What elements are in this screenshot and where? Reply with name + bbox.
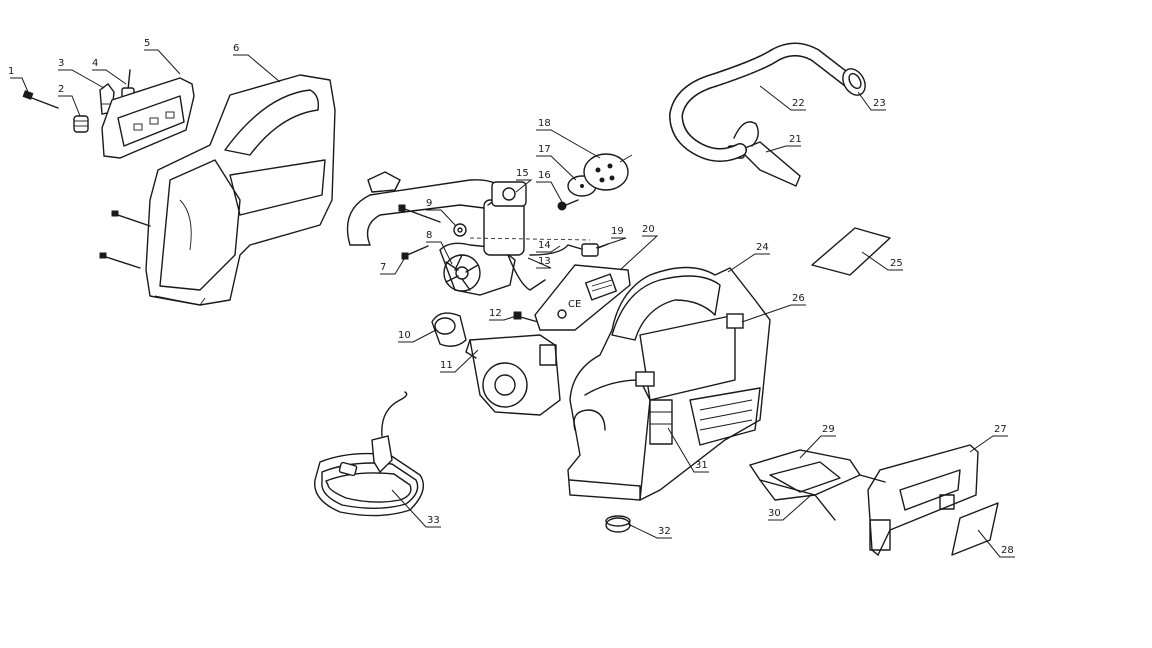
callout-13: 13 [538,256,551,267]
part-29-bracket [748,449,886,496]
part-28-label [951,502,999,556]
callout-17: 17 [538,144,551,155]
callout-33: 33 [427,515,440,526]
part-10-cap [431,312,467,347]
callout-11: 11 [440,360,453,371]
callout-29: 29 [822,424,835,435]
part-32-foot [605,515,631,533]
callout-32: 32 [658,526,671,537]
screw-housing [99,210,151,269]
callout-5: 5 [144,38,150,49]
callout-20: 20 [642,224,655,235]
part-16-screw [557,199,579,211]
callout-25: 25 [890,258,903,269]
part-15-pump-head [491,181,527,207]
part-6-left-housing [145,74,336,306]
part-7-screw [401,245,429,260]
callout-27: 27 [994,424,1007,435]
part-25-label [811,227,891,276]
callout-28: 28 [1001,545,1014,556]
callout-19: 19 [611,226,624,237]
callout-26: 26 [792,293,805,304]
callout-12: 12 [489,308,502,319]
callout-18: 18 [538,118,551,129]
callout-16: 16 [538,170,551,181]
callout-1: 1 [8,66,14,77]
part-30-bracket-bottom [759,479,836,521]
part-2-adapter [73,115,89,133]
part-33-power-cord [314,391,424,517]
callout-labels: 1 2 3 4 5 6 7 8 9 10 11 12 13 14 15 16 1… [8,38,1014,556]
ce-mark: CE [568,299,581,310]
callout-9: 9 [426,198,432,209]
callout-7: 7 [380,262,386,273]
part-13-hose [529,244,586,256]
callout-2: 2 [58,84,64,95]
callout-23: 23 [873,98,886,109]
callout-24: 24 [756,242,769,253]
callout-10: 10 [398,330,411,341]
callout-6: 6 [233,43,239,54]
callout-14: 14 [538,240,551,251]
part-motor-assembly [346,171,546,296]
callout-4: 4 [92,58,98,69]
part-27-cover [867,444,979,557]
callout-3: 3 [58,58,64,69]
part-1-screw [22,90,59,109]
part-24-right-housing [567,266,771,501]
callout-15: 15 [516,168,529,179]
part-22-hose [668,42,857,162]
part-23-hose-end [842,68,866,96]
callout-22: 22 [792,98,805,109]
screw-motor-upper [398,204,441,223]
part-5-accessory-holder [101,77,195,159]
callout-8: 8 [426,230,432,241]
leader-lines [10,49,1015,558]
part-11-blower [465,334,561,416]
callout-21: 21 [789,134,802,145]
callout-31: 31 [695,460,708,471]
part-18-valve-plate [583,153,633,191]
callout-30: 30 [768,508,781,519]
part-20-control-panel: CE [534,264,631,331]
